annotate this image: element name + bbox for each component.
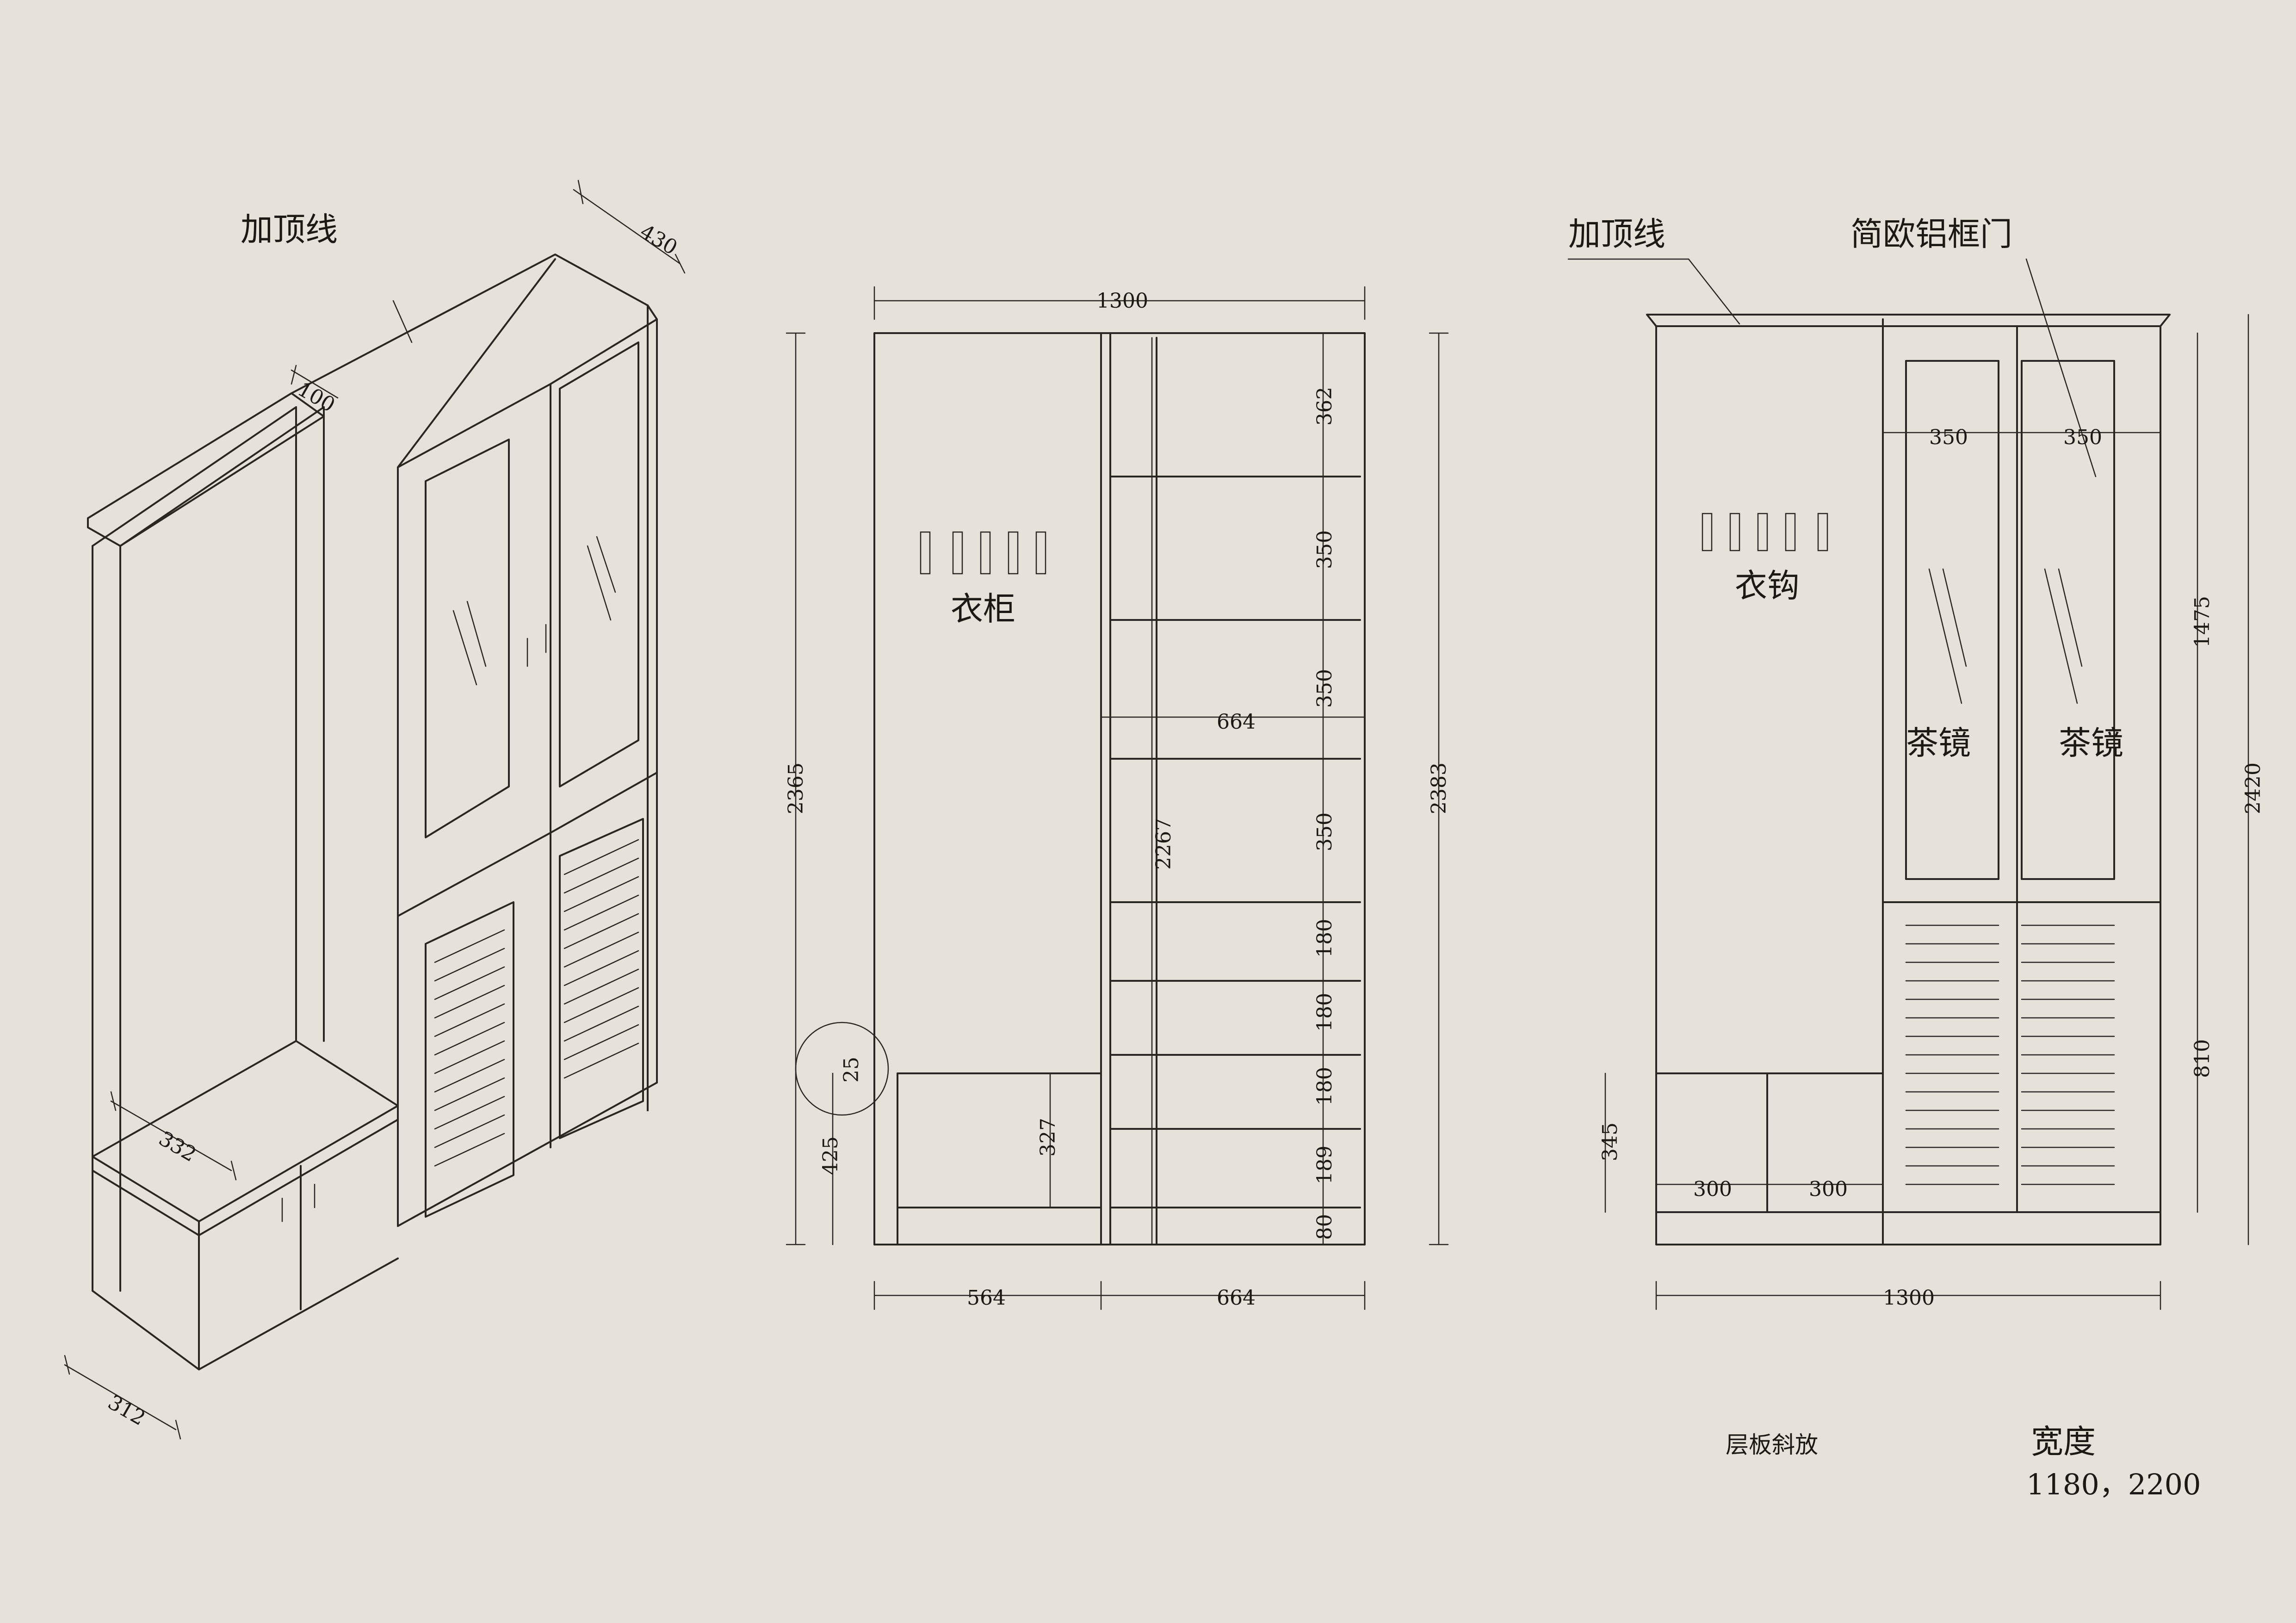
shelf-8: 189 — [1313, 1146, 1337, 1184]
shelf-7: 180 — [1313, 1067, 1337, 1106]
elev-louver-right — [2021, 924, 2115, 1185]
elev-total: 2420 — [2241, 762, 2265, 814]
louver-slats-left — [434, 929, 505, 1167]
iso-bench-dim: 332 — [155, 1127, 200, 1166]
shelf-9: 80 — [1313, 1214, 1337, 1240]
front-left-bottom: 564 — [967, 1286, 1006, 1310]
elev-upper: 1475 — [2191, 596, 2214, 648]
elev-door-left: 350 — [1929, 426, 1968, 449]
front-inner-height: 2267 — [1152, 818, 1176, 870]
front-right-bottom: 664 — [1217, 1286, 1256, 1310]
front-elevation-view: 衣钩 茶镜 茶镜 加顶线 简欧铝框门 350 350 1475 810 2420… — [1567, 215, 2265, 1310]
front-height-left: 2365 — [784, 762, 808, 814]
shelf-1: 362 — [1313, 387, 1337, 426]
front-section-view: 衣柜 1300 2365 425 25 327 2267 664 362 350… — [784, 286, 1451, 1310]
elev-bench: 345 — [1598, 1122, 1622, 1161]
elev-door-label: 简欧铝框门 — [1850, 215, 2012, 253]
isometric-view: 430 100 332 312 加顶线 — [64, 180, 686, 1440]
elev-hook-label: 衣钩 — [1735, 567, 1800, 605]
iso-molding-label: 加顶线 — [241, 211, 338, 248]
elev-drawer-right: 300 — [1809, 1177, 1848, 1201]
shelf-note: 层板斜放 — [1726, 1431, 1818, 1458]
elev-drawer-left: 300 — [1693, 1177, 1732, 1201]
shelf-2: 350 — [1313, 530, 1337, 569]
shelf-3: 350 — [1313, 669, 1337, 708]
wardrobe-label: 衣柜 — [951, 590, 1015, 628]
front-bench-inner: 327 — [1036, 1118, 1060, 1157]
front-bench-top: 25 — [840, 1057, 863, 1083]
shelf-4: 350 — [1313, 812, 1337, 851]
shelf-5: 180 — [1313, 919, 1337, 958]
elev-width-bottom: 1300 — [1883, 1286, 1935, 1310]
front-right-inner: 664 — [1217, 710, 1256, 734]
elev-lower: 810 — [2191, 1039, 2214, 1078]
front-width-top: 1300 — [1096, 289, 1148, 313]
elev-louver-left — [1905, 924, 1999, 1185]
width-label: 宽度 — [2031, 1423, 2096, 1461]
iso-depth-dim: 430 — [636, 220, 681, 260]
louver-slats-right — [563, 839, 639, 1079]
front-height-right: 2383 — [1427, 762, 1451, 814]
shelf-6: 180 — [1313, 993, 1337, 1032]
front-bench-height: 425 — [819, 1136, 842, 1175]
width-value: 1180，2200 — [2026, 1468, 2201, 1501]
elev-mirror-right: 茶镜 — [2059, 724, 2123, 762]
elev-molding-label: 加顶线 — [1568, 215, 1665, 253]
elev-mirror-left: 茶镜 — [1906, 724, 1971, 762]
iso-base-dim: 312 — [104, 1390, 149, 1430]
elev-door-right: 350 — [2063, 426, 2102, 449]
